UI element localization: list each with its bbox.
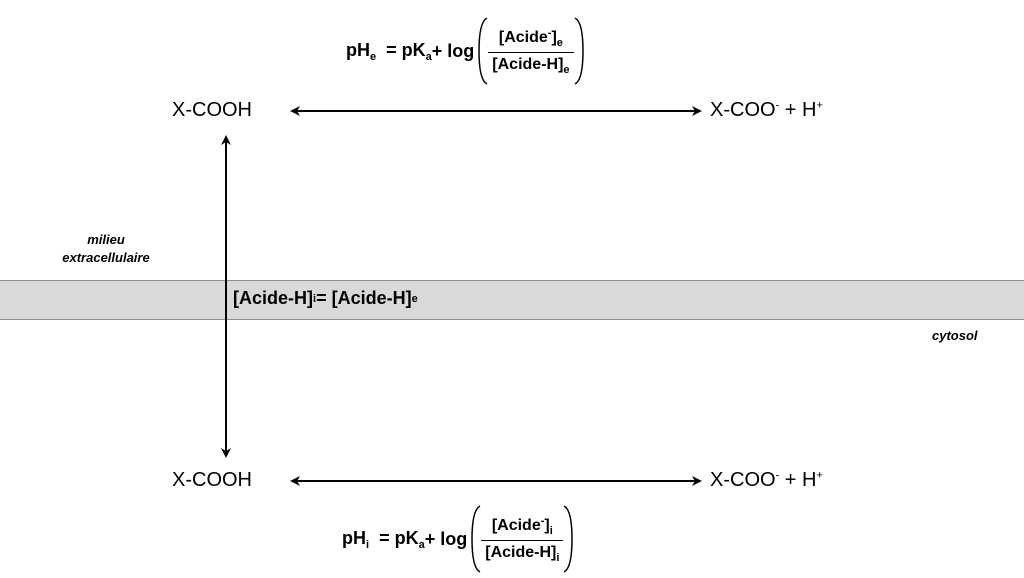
- bottom-eq-fraction-bar: [481, 539, 564, 541]
- top-eq-denominator: [Acide-H]e: [492, 55, 570, 76]
- bottom-left-species: X-COOH: [172, 469, 252, 491]
- bottom-right-species: X-COO- + H+: [710, 469, 823, 491]
- bottom-eq-mid: = pKa: [374, 527, 425, 551]
- top-eq-paren: [Acide-]e [Acide-H]e: [478, 16, 584, 86]
- bottom-eq-numerator: [Acide-]i: [491, 514, 553, 537]
- bottom-eq-paren: [Acide-]i [Acide-H]i: [471, 504, 574, 574]
- top-right-species: X-COO- + H+: [710, 99, 823, 121]
- top-eq-lhs: pHe: [346, 39, 377, 63]
- top-eq-fraction-bar: [488, 51, 574, 53]
- top-eq-numerator: [Acide-]e: [498, 26, 563, 49]
- extracellular-label-line1: milieu: [87, 232, 125, 247]
- top-eq-mid: = pKa: [381, 39, 432, 63]
- top-eq-log: + log: [431, 40, 475, 61]
- membrane-band: [0, 280, 1024, 320]
- bottom-eq-fraction: [Acide-]i [Acide-H]i: [481, 514, 564, 564]
- bottom-eq-lhs: pHi: [342, 527, 370, 551]
- bottom-eq-denominator: [Acide-H]i: [485, 543, 560, 564]
- top-eq-fraction: [Acide-]e [Acide-H]e: [488, 26, 574, 76]
- bottom-eq-log: + log: [424, 528, 468, 549]
- cytosol-label: cytosol: [932, 328, 978, 343]
- extracellular-label-line2: extracellulaire: [62, 250, 150, 265]
- membrane-equality: [Acide-H]i = [Acide-H]e: [233, 288, 418, 308]
- top-left-species: X-COOH: [172, 99, 252, 121]
- top-equation: pHe = pKa + log [Acide-]e [Acide-H]e: [346, 16, 584, 86]
- bottom-equation: pHi = pKa + log [Acide-]i [Acide-H]i: [342, 504, 574, 574]
